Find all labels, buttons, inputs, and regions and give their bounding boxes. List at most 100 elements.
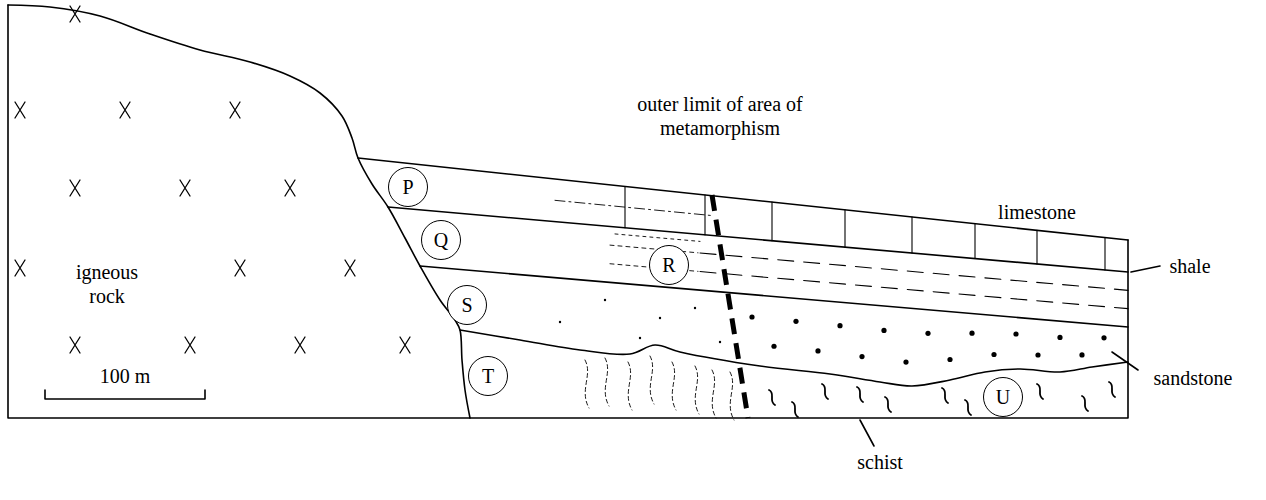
callout-letter: T	[482, 366, 494, 386]
rock-label: limestone	[998, 200, 1076, 224]
schist-pattern	[769, 382, 1115, 417]
schist-foliation	[965, 400, 971, 415]
schist-foliation	[769, 390, 775, 405]
igneous-cross	[70, 180, 80, 196]
schist-foliation	[1082, 396, 1088, 411]
igneous-cross	[235, 260, 245, 276]
callout-circle: T	[468, 356, 508, 396]
metamorphic-mark	[695, 366, 699, 414]
sandstone-grain	[837, 323, 842, 328]
limestone-joint	[974, 224, 975, 259]
sandstone-grain	[1057, 335, 1062, 340]
igneous-symbols	[15, 6, 410, 353]
callout-circle: U	[983, 377, 1023, 417]
sandstone-grain	[925, 331, 930, 336]
unconformity	[460, 330, 1128, 386]
igneous-cross	[185, 337, 195, 353]
igneous-cross	[15, 102, 25, 118]
sandstone-grain	[903, 359, 908, 364]
schist-foliation	[885, 397, 891, 412]
sandstone-grain	[719, 341, 721, 343]
rock-label: schist	[857, 450, 903, 474]
igneous-cross	[295, 337, 305, 353]
metamorphic-mark	[730, 372, 734, 420]
shale-bedding	[700, 272, 1128, 309]
sandstone-grain	[969, 331, 974, 336]
sandstone-grain	[793, 319, 798, 324]
igneous-cross	[230, 102, 240, 118]
rock-label: sandstone	[1154, 366, 1233, 390]
sandstone-grain	[815, 348, 820, 353]
igneous-cross	[15, 260, 25, 276]
metamorphic-mark	[585, 360, 589, 408]
limestone-joint	[911, 217, 912, 253]
metamorphic-mark	[712, 370, 716, 418]
metamorphism-limit	[712, 195, 748, 418]
sandstone-grain	[881, 328, 886, 333]
sandstone-pattern	[559, 299, 1107, 365]
limestone-joint	[771, 202, 772, 241]
callout-letter: U	[996, 387, 1010, 407]
sandstone-grain	[749, 314, 754, 319]
limestone-joint	[1036, 230, 1037, 264]
schist-foliation	[857, 387, 863, 402]
callout-circle: R	[649, 245, 689, 285]
metamorphic-mark	[672, 362, 676, 410]
frame-line	[8, 5, 1128, 418]
metamorphic-shale	[615, 234, 700, 241]
sandstone-grain	[694, 307, 696, 309]
callout-circle: P	[388, 167, 428, 207]
metamorphic-mark	[628, 362, 632, 410]
limestone-joint	[1104, 238, 1105, 270]
schist-foliation	[792, 402, 798, 417]
callout-letter: S	[461, 295, 472, 315]
callout-letter: R	[662, 255, 675, 275]
schist-foliation	[942, 388, 948, 403]
igneous-cross	[120, 102, 130, 118]
metamorphic-mark	[605, 358, 609, 406]
rock-label: shale	[1169, 254, 1210, 278]
igneous-cross	[70, 337, 80, 353]
igneous-cross	[345, 260, 355, 276]
callout-circle: Q	[421, 220, 461, 260]
shale-bedding	[700, 253, 1128, 290]
sandstone-grain	[1101, 335, 1106, 340]
sandstone-grain	[771, 344, 776, 349]
igneous-contact	[8, 5, 470, 418]
scale-bar	[45, 390, 205, 399]
limestone-pattern	[555, 186, 1105, 270]
metamorphic-bedding	[555, 200, 712, 215]
sandstone-grain	[1013, 331, 1018, 336]
igneous-cross	[285, 180, 295, 196]
callout-letter: Q	[434, 230, 448, 250]
igneous-cross	[400, 337, 410, 353]
sandstone-grain	[859, 354, 864, 359]
shale-base	[420, 266, 1128, 327]
scale-label: 100 m	[100, 364, 151, 388]
sandstone-grain	[947, 357, 952, 362]
callout-letter: P	[402, 177, 413, 197]
metamorphism-label: outer limit of area of metamorphism	[595, 92, 845, 140]
callout-circle: S	[447, 285, 487, 325]
schist-foliation	[822, 384, 828, 399]
metamorphic-mark	[650, 356, 654, 404]
leader-line	[1112, 352, 1138, 370]
limestone-top	[358, 158, 1128, 240]
igneous-cross	[180, 180, 190, 196]
sandstone-grain	[639, 337, 641, 339]
schist-foliation	[1109, 382, 1115, 397]
schist-foliation	[1037, 384, 1043, 399]
leader-line	[860, 420, 874, 446]
leader-line	[1131, 266, 1160, 272]
sandstone-grain	[659, 317, 661, 319]
sandstone-grain	[559, 321, 561, 323]
sandstone-grain	[1035, 352, 1040, 357]
sandstone-grain	[604, 299, 606, 301]
limestone-joint	[844, 210, 845, 247]
sandstone-grain	[1079, 352, 1084, 357]
sandstone-grain	[991, 352, 996, 357]
shale-pattern	[610, 234, 1128, 309]
rock-label: igneous rock	[62, 260, 152, 308]
